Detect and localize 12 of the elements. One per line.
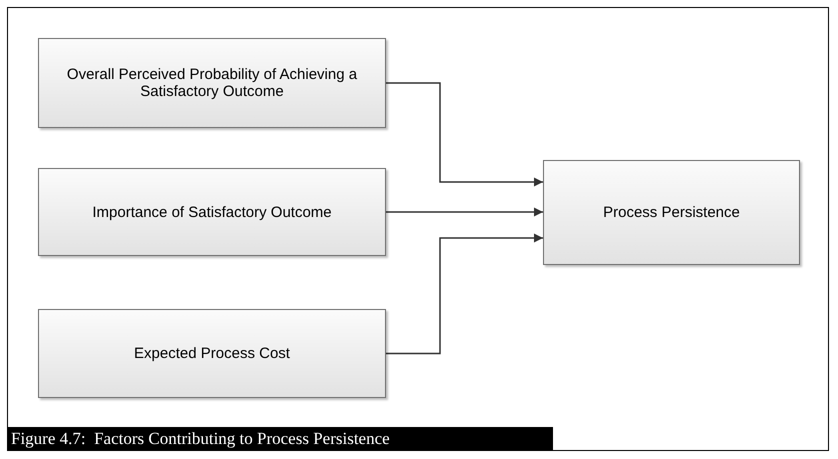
box-label: Process Persistence	[603, 204, 740, 221]
process-box	[543, 160, 800, 265]
connector-arrow	[386, 208, 543, 216]
connector-arrow	[386, 234, 543, 354]
process-box	[38, 168, 386, 256]
box-label: Overall Perceived Probability of Achieving a Satisfactory Outcome	[66, 66, 358, 100]
figure-caption: Figure 4.7: Factors Contributing to Process Persistence	[7, 427, 553, 451]
process-box	[38, 309, 386, 398]
box-label: Importance of Satisfactory Outcome	[92, 204, 332, 220]
box-label: Expected Process Cost	[134, 345, 290, 362]
process-box	[38, 38, 386, 128]
connector-arrow	[386, 82, 543, 186]
